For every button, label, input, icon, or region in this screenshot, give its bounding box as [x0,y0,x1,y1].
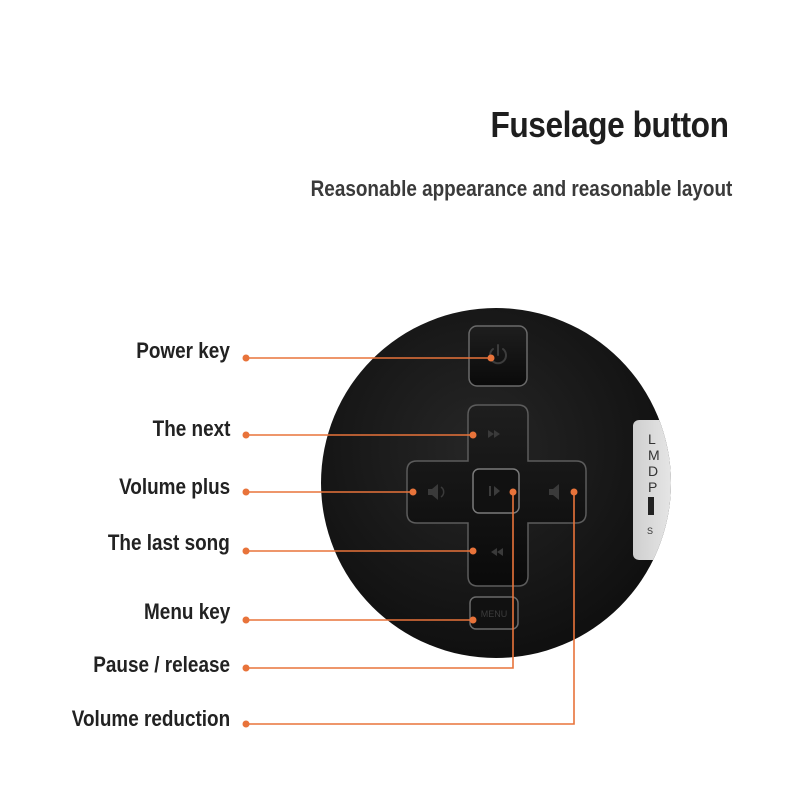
sticker-letter: D [648,463,658,479]
callout-label-pause-release: Pause / release [93,652,230,677]
page-subtitle: Reasonable appearance and reasonable lay… [310,176,732,201]
power-icon [489,344,507,365]
menu-button[interactable]: MENU [469,596,519,630]
callout-label-the-next: The next [152,416,230,441]
sticker-letter: P [648,479,657,495]
power-button[interactable] [468,325,528,387]
callout-label-power-key: Power key [136,338,230,363]
sticker-letter: L [648,431,656,447]
menu-button-text: MENU [481,609,508,619]
sticker-letter: M [648,447,660,463]
page-title: Fuselage button [489,104,728,145]
callout-label-volume-reduction: Volume reduction [71,706,230,731]
callout-label-menu-key: Menu key [143,599,230,624]
fast-forward-icon [488,430,500,438]
callout-label-last-song: The last song [108,530,230,555]
side-sticker: L M D P S [633,420,671,560]
sticker-letter: S [647,526,653,536]
pause-release-button[interactable] [472,468,520,514]
callout-label-volume-plus: Volume plus [118,474,230,499]
